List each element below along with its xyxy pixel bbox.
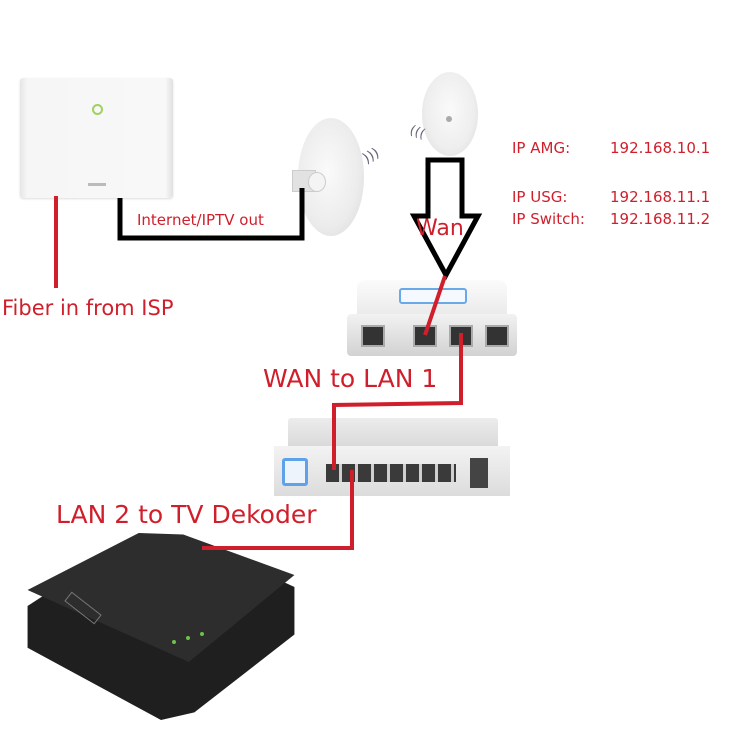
ip-row-switch: IP Switch: 192.168.11.2 bbox=[512, 210, 710, 228]
internet-out-cable bbox=[117, 188, 305, 241]
switch bbox=[274, 418, 510, 496]
wan-to-usg-line bbox=[423, 275, 447, 336]
ip-value: 192.168.11.1 bbox=[610, 188, 711, 206]
tv-decoder bbox=[22, 530, 300, 720]
modem-status-led bbox=[92, 104, 103, 115]
ip-value: 192.168.11.2 bbox=[610, 210, 711, 228]
ip-row-usg: IP USG: 192.168.11.1 bbox=[512, 188, 710, 206]
isp-modem bbox=[20, 78, 173, 198]
label-wan-to-lan: WAN to LAN 1 bbox=[263, 364, 438, 393]
switch-ports bbox=[326, 464, 456, 482]
ip-row-amg: IP AMG: 192.168.10.1 bbox=[512, 139, 710, 157]
wireless-bridge-rx bbox=[420, 72, 480, 156]
usg-port-console bbox=[361, 325, 385, 347]
switch-sfp-ports bbox=[470, 458, 488, 488]
switch-lan2-to-decoder-line bbox=[202, 470, 354, 550]
label-fiber-in: Fiber in from ISP bbox=[2, 296, 174, 320]
label-wan: Wan bbox=[416, 216, 464, 241]
ip-name: IP AMG: bbox=[512, 139, 571, 157]
ip-name: IP Switch: bbox=[512, 210, 585, 228]
usg-port-wan2 bbox=[485, 325, 509, 347]
modem-brand-logo bbox=[88, 183, 106, 186]
wireless-bridge-tx bbox=[292, 118, 370, 238]
ip-name: IP USG: bbox=[512, 188, 568, 206]
label-internet-out: Internet/IPTV out bbox=[137, 211, 264, 229]
usg-top-led bbox=[399, 288, 467, 304]
label-lan2-tv: LAN 2 to TV Dekoder bbox=[56, 500, 317, 529]
switch-logo-button bbox=[282, 458, 308, 486]
usg-lan-to-switch-line bbox=[332, 333, 463, 470]
wan-arrow bbox=[409, 157, 483, 281]
ip-value: 192.168.10.1 bbox=[610, 139, 711, 157]
decoder-status-leds bbox=[172, 640, 176, 644]
usg bbox=[347, 280, 517, 356]
usg-port-wan bbox=[413, 325, 437, 347]
